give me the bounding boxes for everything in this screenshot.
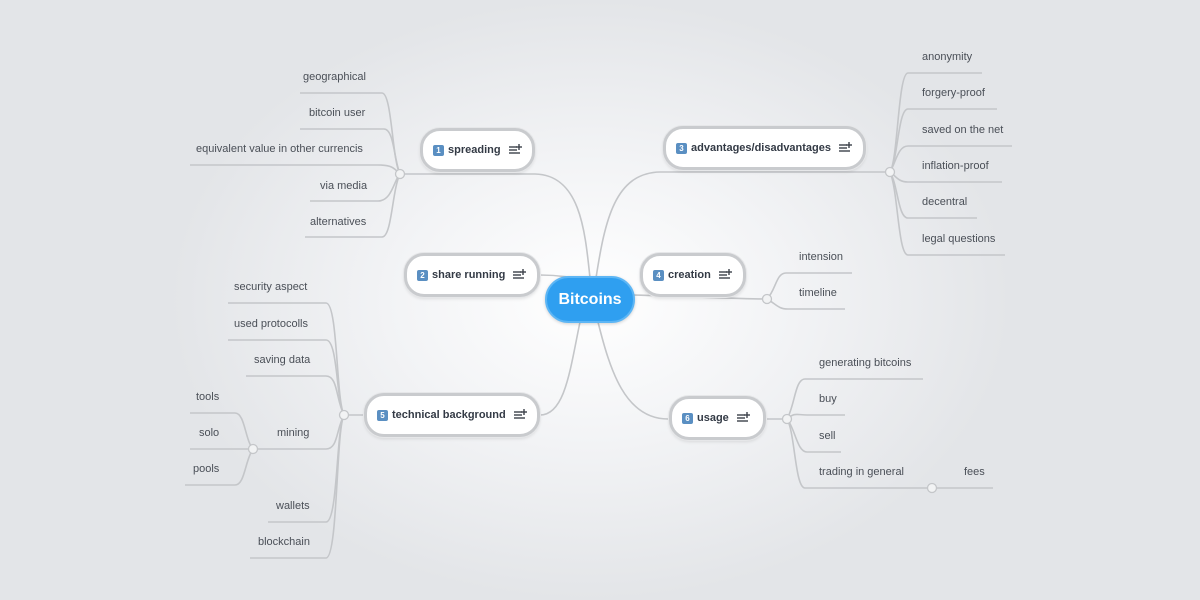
subtopic-alternatives[interactable]: alternatives [310, 216, 367, 228]
subtopic-equivalent-value[interactable]: equivalent value in other currencis [196, 143, 363, 155]
subtopic-tools[interactable]: tools [196, 391, 220, 403]
subtopic-pools[interactable]: pools [193, 463, 220, 475]
topic-creation[interactable]: 4 creation [640, 253, 746, 297]
subtopic-sell[interactable]: sell [819, 430, 836, 442]
subtopic-inflation-proof[interactable]: inflation-proof [922, 160, 989, 172]
notes-icon[interactable] [839, 142, 853, 154]
topic-number-badge: 6 [682, 412, 693, 424]
topic-spreading[interactable]: 1 spreading [420, 128, 535, 172]
topic-label: technical background [392, 409, 506, 421]
subtopic-intension[interactable]: intension [799, 251, 844, 263]
subtopic-blockchain[interactable]: blockchain [258, 536, 310, 548]
topic-number-badge: 2 [417, 269, 428, 281]
subtopic-saving-data[interactable]: saving data [254, 354, 311, 366]
subtopic-security-aspect[interactable]: security aspect [234, 281, 308, 293]
subtopic-solo[interactable]: solo [199, 427, 220, 439]
topic-label: advantages/disadvantages [691, 142, 832, 154]
subtopic-fees[interactable]: fees [964, 466, 985, 478]
topic-label: spreading [448, 144, 501, 156]
subtopic-via-media[interactable]: via media [320, 180, 368, 192]
topic-number-badge: 5 [377, 409, 388, 421]
root-topic[interactable]: Bitcoins [545, 276, 635, 323]
subtopic-timeline[interactable]: timeline [799, 287, 837, 299]
subtopic-mining[interactable]: mining [277, 427, 310, 439]
subtopic-wallets[interactable]: wallets [276, 500, 310, 512]
subtopic-geographical[interactable]: geographical [303, 71, 366, 83]
subtopic-trading-in-general[interactable]: trading in general [819, 466, 905, 478]
topic-label: creation [668, 269, 711, 281]
topic-advantages-disadvantages[interactable]: 3 advantages/disadvantages [663, 126, 866, 170]
topic-number-badge: 3 [676, 142, 687, 154]
subtopic-anonymity[interactable]: anonymity [922, 51, 973, 63]
subtopic-saved-on-the-net[interactable]: saved on the net [922, 124, 1004, 136]
subtopic-buy[interactable]: buy [819, 393, 837, 405]
subtopic-used-protocolls[interactable]: used protocolls [234, 318, 308, 330]
subtopic-bitcoin-user[interactable]: bitcoin user [309, 107, 366, 119]
topic-number-badge: 1 [433, 144, 444, 156]
notes-icon[interactable] [737, 412, 751, 424]
topic-label: usage [697, 412, 729, 424]
notes-icon[interactable] [508, 144, 523, 156]
topic-label: share running [432, 269, 506, 281]
topic-number-badge: 4 [653, 269, 664, 281]
notes-icon[interactable] [513, 409, 528, 421]
subtopic-generating-bitcoins[interactable]: generating bitcoins [819, 357, 912, 369]
subtopic-decentral[interactable]: decentral [922, 196, 968, 208]
topic-technical-background[interactable]: 5 technical background [364, 393, 540, 437]
topic-usage[interactable]: 6 usage [669, 396, 766, 440]
notes-icon[interactable] [513, 269, 527, 281]
notes-icon[interactable] [718, 269, 733, 281]
root-label: Bitcoins [558, 290, 622, 308]
topic-share-running[interactable]: 2 share running [404, 253, 540, 297]
subtopic-forgery-proof[interactable]: forgery-proof [922, 87, 985, 99]
subtopic-legal-questions[interactable]: legal questions [922, 233, 996, 245]
